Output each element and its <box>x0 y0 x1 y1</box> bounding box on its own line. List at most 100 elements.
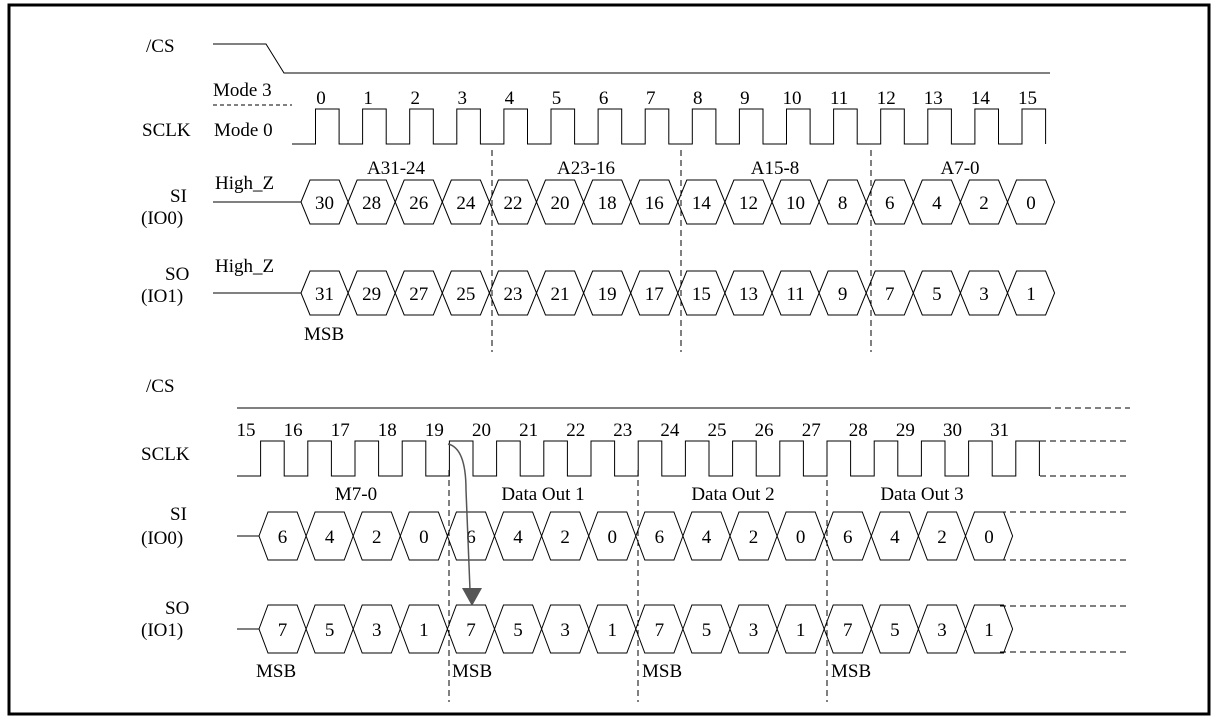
upper-group-label: A31-24 <box>367 158 426 179</box>
lower-si-value: 6 <box>278 527 288 548</box>
upper-clock-number: 13 <box>924 88 943 109</box>
upper-so-value: 3 <box>979 284 989 305</box>
lower-so-value: 7 <box>466 620 476 641</box>
data-out-arrow <box>447 443 471 591</box>
upper-so-value: 17 <box>645 284 664 305</box>
upper-so-value: 25 <box>456 284 475 305</box>
lower-si-sub: (IO0) <box>141 528 183 549</box>
lower-si-value: 2 <box>560 527 570 548</box>
upper-si-value: 14 <box>692 193 712 214</box>
diagram-frame <box>7 3 1211 716</box>
upper-sclk-label: SCLK <box>142 120 191 141</box>
upper-so-value: 23 <box>503 284 522 305</box>
lower-si-value: 2 <box>372 527 382 548</box>
lower-so-value: 7 <box>843 620 853 641</box>
upper-so-cell <box>1006 270 1056 316</box>
upper-clock-number: 5 <box>552 88 562 109</box>
lower-si-value: 6 <box>655 527 665 548</box>
lower-si-value: 0 <box>984 527 994 548</box>
lower-so-value: 1 <box>796 620 806 641</box>
lower-si-value: 0 <box>796 527 806 548</box>
lower-clock-number: 16 <box>284 420 303 441</box>
lower-so-value: 3 <box>560 620 570 641</box>
lower-si-value: 4 <box>325 527 335 548</box>
upper-so-highz: High_Z <box>215 256 274 277</box>
lower-si-value: 4 <box>513 527 523 548</box>
upper-si-value: 10 <box>786 193 805 214</box>
lower-so-sub: (IO1) <box>141 620 183 641</box>
lower-so-value: 1 <box>984 620 994 641</box>
upper-mode0-label: Mode 0 <box>214 120 273 141</box>
lower-si-value: 4 <box>702 527 712 548</box>
lower-clock-number: 25 <box>708 420 727 441</box>
upper-si-sub: (IO0) <box>141 208 183 229</box>
lower-si-value: 6 <box>466 527 476 548</box>
lower-clock-number: 15 <box>237 420 256 441</box>
upper-so-value: 19 <box>598 284 617 305</box>
upper-group-label: A23-16 <box>557 158 615 179</box>
upper-si-value: 2 <box>979 193 989 214</box>
upper-clock-number: 14 <box>971 88 991 109</box>
lower-so-value: 3 <box>749 620 759 641</box>
lower-clock-number: 19 <box>425 420 444 441</box>
lower-si-value: 4 <box>890 527 900 548</box>
upper-si-value: 24 <box>456 193 476 214</box>
lower-so-value: 5 <box>890 620 900 641</box>
upper-clock-number: 4 <box>505 88 515 109</box>
upper-so-value: 13 <box>739 284 758 305</box>
upper-si-label: SI <box>170 186 187 207</box>
upper-clock-number: 10 <box>783 88 802 109</box>
lower-si-label: SI <box>170 504 187 525</box>
lower-so-value: 1 <box>419 620 429 641</box>
lower-clock-number: 21 <box>519 420 538 441</box>
lower-msb-label: MSB <box>256 661 296 682</box>
upper-clock-number: 11 <box>830 88 848 109</box>
lower-group-label: Data Out 3 <box>880 484 963 505</box>
lower-group-label: M7-0 <box>335 484 377 505</box>
upper-si-highz: High_Z <box>215 173 274 194</box>
lower-si-value: 0 <box>419 527 429 548</box>
upper-clock-number: 0 <box>316 88 326 109</box>
upper-clock-number: 15 <box>1018 88 1037 109</box>
upper-so-value: 1 <box>1026 284 1036 305</box>
upper-clock-number: 7 <box>646 88 656 109</box>
lower-group-label: Data Out 1 <box>501 484 584 505</box>
upper-so-value: 27 <box>409 284 428 305</box>
lower-clock-number: 18 <box>378 420 397 441</box>
lower-si-value: 6 <box>843 527 853 548</box>
lower-so-value: 5 <box>702 620 712 641</box>
upper-msb-label: MSB <box>304 324 344 345</box>
lower-so-value: 3 <box>372 620 382 641</box>
upper-clock-number: 2 <box>410 88 420 109</box>
lower-so-value: 7 <box>655 620 665 641</box>
data-out-arrowhead <box>462 588 482 606</box>
upper-so-value: 21 <box>551 284 570 305</box>
upper-mode3-label: Mode 3 <box>213 80 272 101</box>
lower-msb-label: MSB <box>831 661 871 682</box>
lower-group-dividers <box>448 470 828 702</box>
upper-si-value: 30 <box>315 193 334 214</box>
upper-clock-number: 9 <box>740 88 750 109</box>
upper-clock-number: 8 <box>693 88 703 109</box>
upper-si-cell <box>1006 179 1056 225</box>
upper-si-value: 8 <box>838 193 848 214</box>
upper-clock-number: 1 <box>363 88 373 109</box>
lower-sclk-waveform <box>237 440 1040 477</box>
lower-clock-number: 28 <box>849 420 868 441</box>
upper-so-value: 11 <box>786 284 804 305</box>
upper-so-value: 15 <box>692 284 711 305</box>
upper-so-sub: (IO1) <box>141 286 183 307</box>
lower-cs-label: /CS <box>146 376 175 397</box>
lower-clock-number: 20 <box>472 420 491 441</box>
upper-clock-number: 6 <box>599 88 609 109</box>
lower-clock-number: 22 <box>566 420 585 441</box>
lower-clock-number: 27 <box>802 420 821 441</box>
